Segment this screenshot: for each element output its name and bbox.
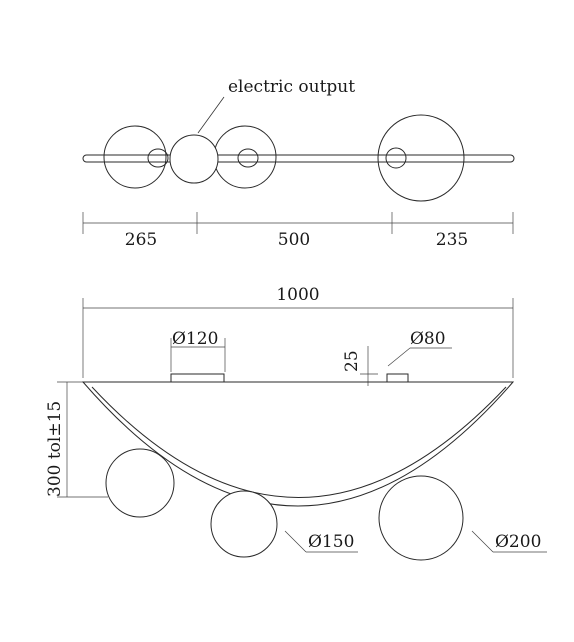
dim-1000: 1000 — [276, 285, 319, 305]
top-view-bar — [82, 154, 515, 163]
dim-500: 500 — [278, 230, 310, 250]
diameter-120-label: Ø120 — [172, 329, 218, 349]
globe-200-leader — [471, 530, 494, 553]
diameter-200-label: Ø200 — [495, 532, 541, 552]
canopy-right-leader — [387, 347, 411, 367]
canopy-left — [170, 373, 225, 383]
top-holder-left — [147, 148, 169, 168]
front-globe-middle — [210, 490, 278, 558]
dim-235: 235 — [436, 230, 468, 250]
top-canopy-electric-output — [169, 134, 219, 184]
globe-150-leader — [284, 530, 307, 553]
top-globe-middle — [213, 125, 277, 189]
bowl-inner — [91, 386, 507, 498]
top-holder-right — [385, 147, 407, 169]
dim-300-tol: 300 tol±15 — [45, 401, 65, 497]
canopy-right — [386, 373, 409, 383]
front-globe-right — [378, 475, 464, 561]
dim-265: 265 — [125, 230, 157, 250]
front-globe-left — [105, 448, 175, 518]
diameter-80-label: Ø80 — [410, 329, 446, 349]
top-globe-right — [377, 114, 465, 202]
electric-output-leader — [197, 96, 225, 134]
top-view: electric output 265 500 235 — [82, 77, 515, 250]
diameter-150-label: Ø150 — [308, 532, 354, 552]
dim-25: 25 — [342, 350, 362, 372]
top-globe-left — [103, 125, 167, 189]
top-holder-middle — [237, 148, 259, 168]
electric-output-label: electric output — [228, 77, 355, 97]
bowl-outer — [81, 381, 515, 507]
front-view: 1000 Ø120 Ø80 25 300 tol±15 Ø150 — [45, 285, 547, 561]
